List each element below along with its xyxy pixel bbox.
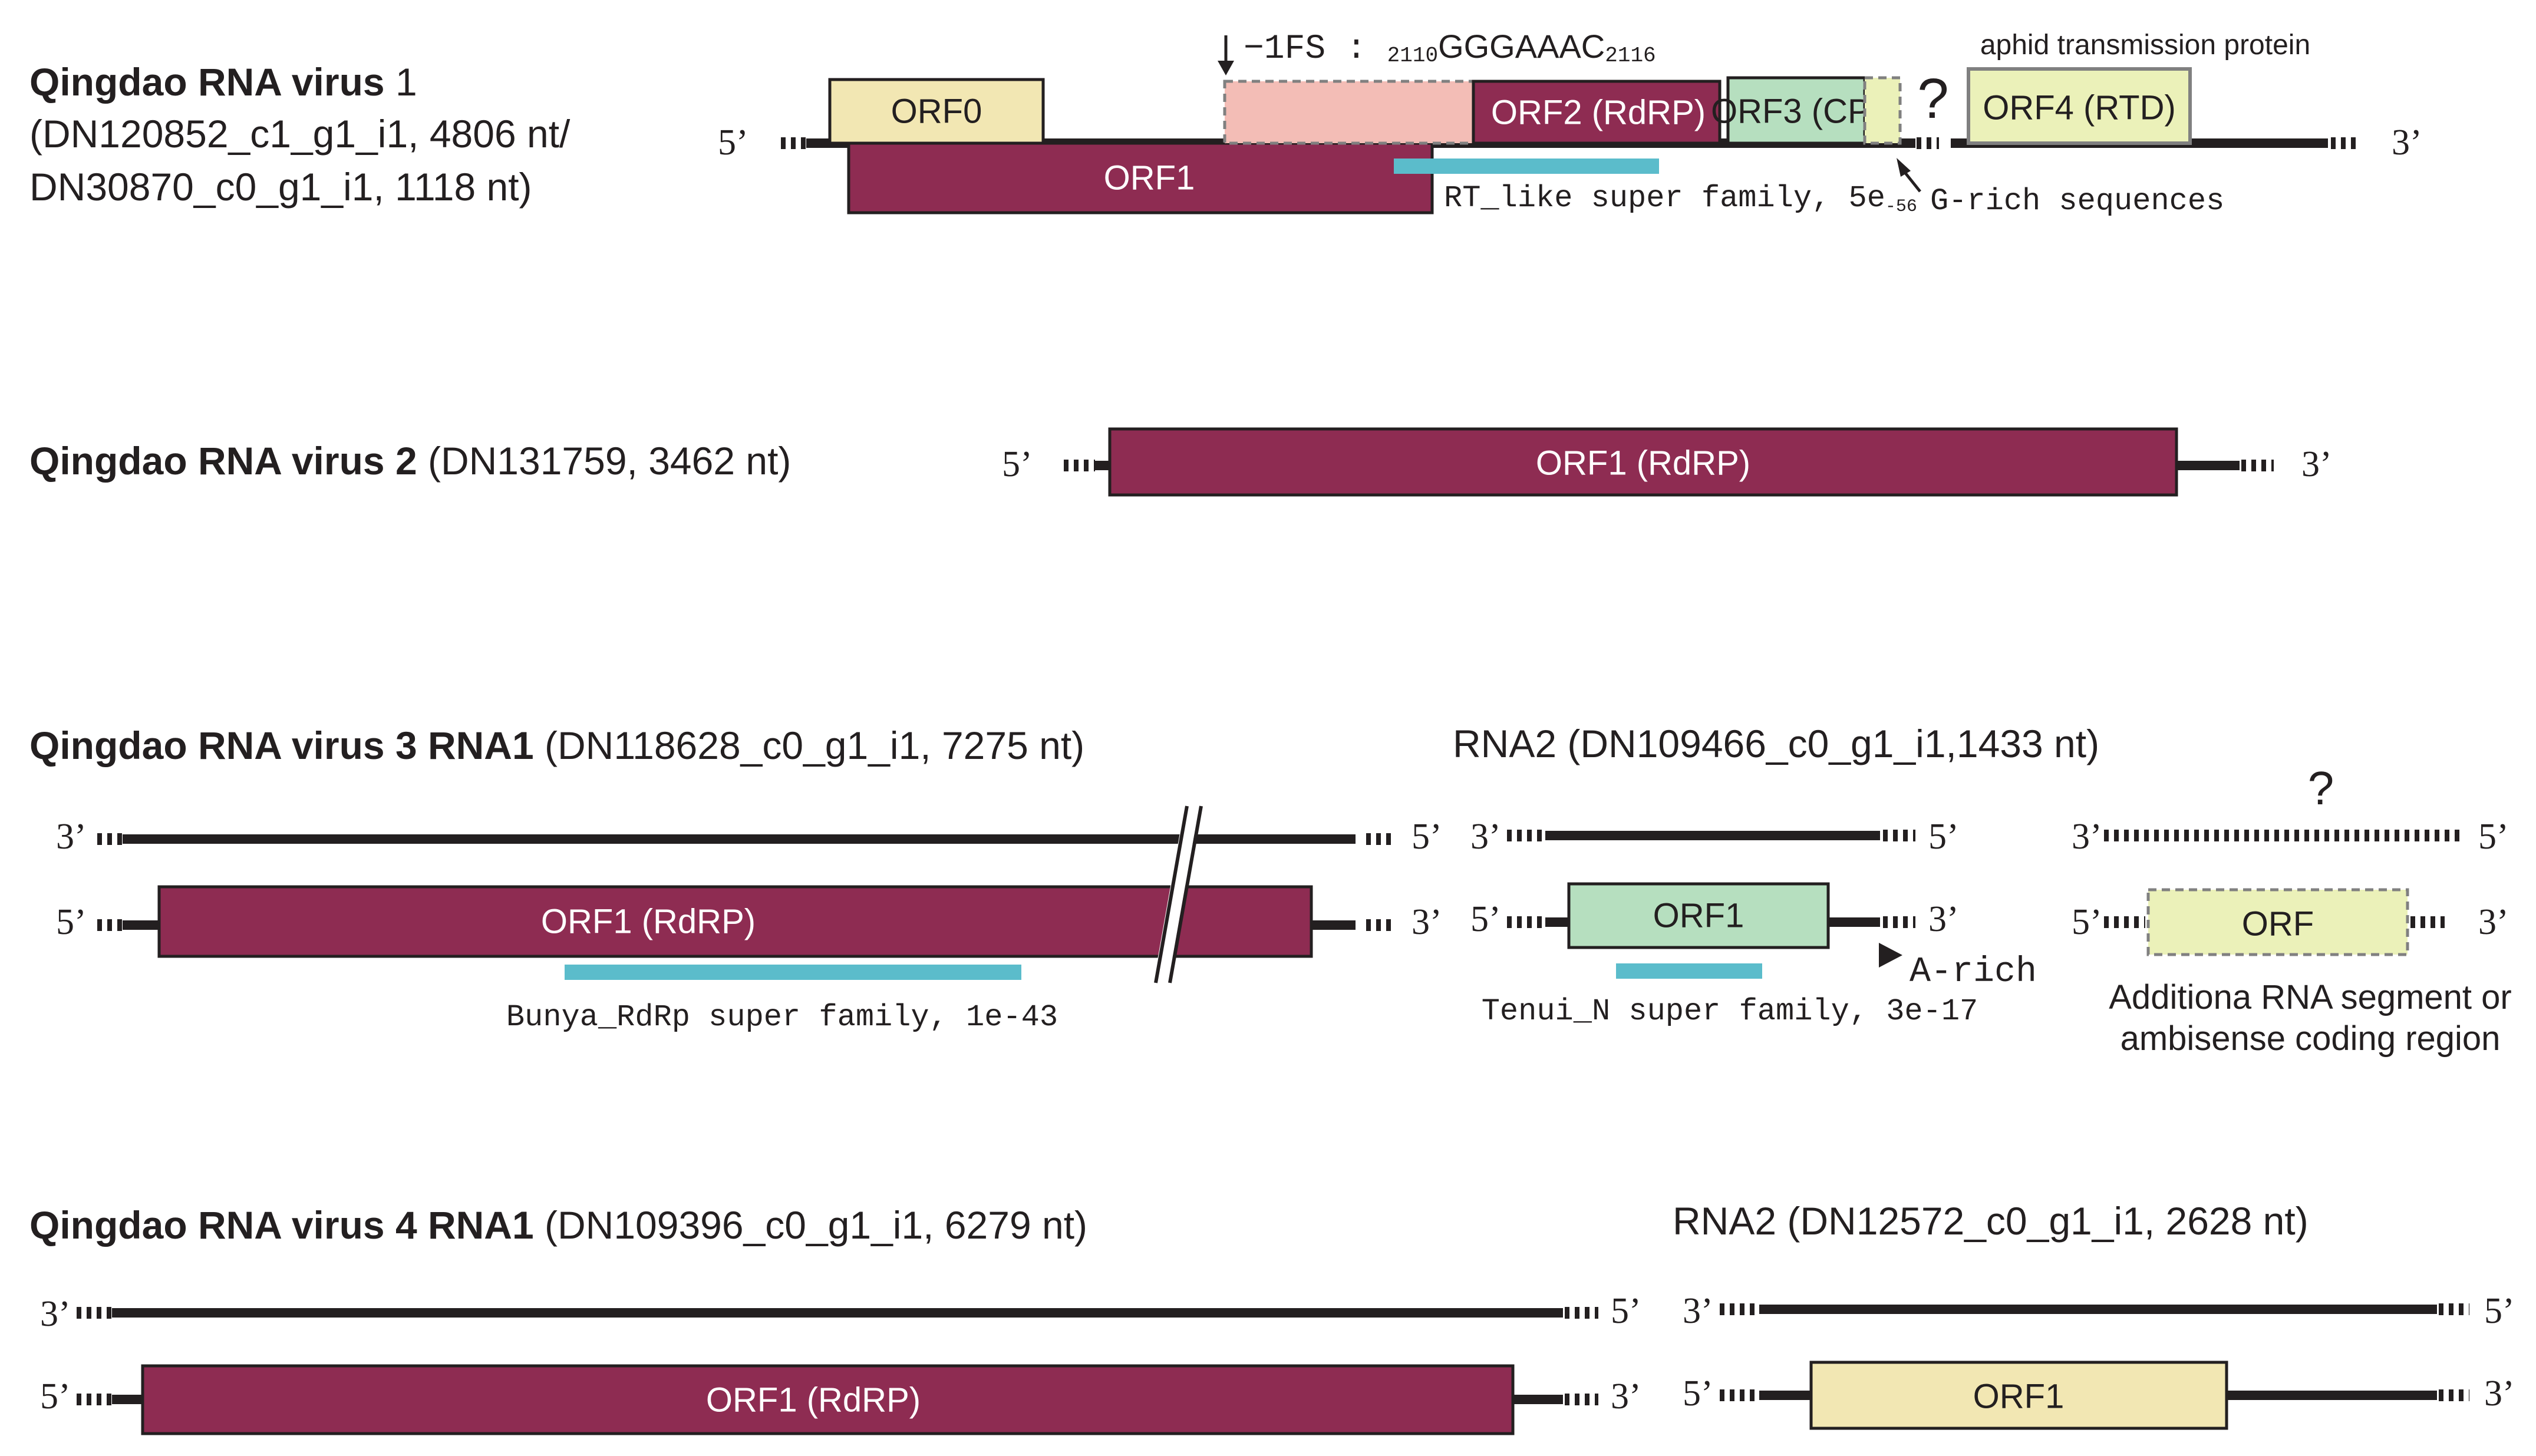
v4-rna2-bottom-end-3: 3’: [2484, 1374, 2515, 1414]
v2-orf1-box: [1108, 427, 2178, 497]
virus-2-end-5: 5’: [1002, 444, 1033, 484]
orf0-box: [828, 78, 1045, 145]
frameshift-region: [1225, 81, 1478, 143]
v3-rna1-bottom-end-5: 5’: [56, 902, 87, 942]
v3-rna1-bottom-end-3: 3’: [1412, 902, 1442, 942]
tenui-domain-label: Tenui_N super family, 3e-17: [1482, 994, 1978, 1029]
v1-orf4-label: ORF4 (RTD): [1983, 89, 2176, 127]
v3-hypothetical-orf-outline: [2146, 888, 2409, 956]
v3-rna2-top-end-5: 5’: [1928, 817, 1959, 857]
v4-rna1-top-end-5: 5’: [1611, 1291, 1641, 1331]
virus-1-accession-line-1: (DN120852_c1_g1_i1, 4806 nt/: [29, 112, 570, 156]
virus-3-panel: Qingdao RNA virus 3 RNA1 (DN118628_c0_g1…: [29, 722, 2512, 1058]
v3-question-mark: ?: [2308, 762, 2334, 814]
v4-orf1-label: ORF1 (RdRP): [706, 1381, 921, 1419]
virus-1-title: Qingdao RNA virus 1: [29, 60, 417, 104]
v4-rna2-top-end-3: 3’: [1683, 1291, 1713, 1331]
v1-orf4-box: [1967, 67, 2192, 145]
v1-orf3-extension: [1865, 78, 1900, 143]
v3-extra-bottom-end-3: 3’: [2478, 902, 2509, 942]
a-rich-arrow: [1879, 943, 1902, 968]
v1-orf3-label: ORF3 (CP): [1711, 93, 1882, 131]
virus-2-title: Qingdao RNA virus 2 (DN131759, 3462 nt): [29, 439, 791, 483]
v2-orf1-label: ORF1 (RdRP): [1536, 444, 1750, 483]
v3-break-mark-right: [1168, 805, 1203, 983]
v4-rna2-top-end-5: 5’: [2484, 1291, 2515, 1331]
virus-4-title: Qingdao RNA virus 4 RNA1 (DN109396_c0_g1…: [29, 1203, 1087, 1247]
a-rich-label: A-rich: [1910, 952, 2037, 992]
rt-domain-label: RT_like super family, 5e-56: [1444, 181, 1917, 217]
v1-orf2-box: [1472, 80, 1722, 145]
v3-hypothetical-orf-box: [2148, 890, 2408, 955]
v4-rna2-orf1-box: [1809, 1361, 2228, 1430]
v3-extra-note-line-2: ambisense coding region: [2121, 1019, 2501, 1058]
v3-extra-bottom-end-5: 5’: [2072, 902, 2102, 942]
virus-1-end-5: 5’: [718, 123, 748, 163]
v3-extra-top-end-3: 3’: [2072, 817, 2102, 857]
g-rich-label: G-rich sequences: [1930, 184, 2224, 219]
frameshift-region-outline: [1223, 80, 1480, 145]
v3-rna1-top-end-5: 5’: [1412, 817, 1442, 857]
v3-extra-top-end-5: 5’: [2478, 817, 2509, 857]
v3-break-mark-left: [1154, 805, 1189, 983]
virus-1-accession-line-2: DN30870_c0_g1_i1, 1118 nt): [29, 165, 532, 209]
g-rich-arrow-shaft: [1902, 170, 1921, 193]
v3-orf1-label: ORF1 (RdRP): [541, 903, 756, 941]
v3-hypothetical-orf-label: ORF: [2242, 905, 2314, 943]
v3-rna2-orf1-label: ORF1: [1653, 897, 1744, 935]
v3-rna2-bottom-end-3: 3’: [1928, 899, 1959, 939]
virus-2-end-3: 3’: [2301, 444, 2332, 484]
v1-question-mark: ?: [1917, 67, 1948, 130]
v4-rna2-orf1-label: ORF1: [1973, 1378, 2065, 1416]
orf0-label: ORF0: [891, 93, 982, 131]
v1-orf2-label: ORF2 (RdRP): [1491, 94, 1706, 132]
v1-orf3-box: [1726, 76, 1866, 145]
virus-1-end-3: 3’: [2392, 123, 2422, 163]
v4-rna1-bottom-end-5: 5’: [40, 1376, 71, 1417]
g-rich-arrow-head: [1897, 158, 1911, 177]
v3-orf1-box: [157, 885, 1313, 958]
frameshift-label: −1FS : 2110GGGAAAC2116: [1244, 28, 1656, 68]
bunya-domain-label: Bunya_RdRp super family, 1e-43: [506, 1000, 1058, 1035]
v4-orf1-box: [141, 1364, 1515, 1435]
aphid-transmission-label: aphid transmission protein: [1980, 29, 2310, 61]
v3-rna2-top-end-3: 3’: [1470, 817, 1501, 857]
virus-3-rna2-title: RNA2 (DN109466_c0_g1_i1,1433 nt): [1453, 722, 2099, 765]
virus-1-panel: Qingdao RNA virus 1 (DN120852_c1_g1_i1, …: [29, 28, 2422, 219]
virus-4-panel: Qingdao RNA virus 4 RNA1 (DN109396_c0_g1…: [29, 1199, 2515, 1435]
v1-orf1-box: [847, 141, 1434, 214]
v3-rna2-bottom-end-5: 5’: [1470, 899, 1501, 939]
v3-rna2-orf1-box: [1567, 882, 1830, 949]
virus-4-rna2-title: RNA2 (DN12572_c0_g1_i1, 2628 nt): [1673, 1199, 2309, 1243]
v4-rna1-top-end-3: 3’: [40, 1294, 71, 1334]
v3-extra-note-line-1: Additiona RNA segment or: [2109, 978, 2511, 1016]
v3-rna1-top-end-3: 3’: [56, 817, 87, 857]
v4-rna1-bottom-end-3: 3’: [1611, 1376, 1641, 1417]
v4-rna2-bottom-end-5: 5’: [1683, 1374, 1713, 1414]
frameshift-arrow-head: [1218, 61, 1234, 75]
virus-3-title: Qingdao RNA virus 3 RNA1 (DN118628_c0_g1…: [29, 724, 1084, 767]
v1-orf3-extension-outline: [1863, 76, 1902, 145]
v1-orf1-label: ORF1: [1104, 159, 1195, 197]
virus-2-panel: Qingdao RNA virus 2 (DN131759, 3462 nt) …: [29, 427, 2332, 497]
